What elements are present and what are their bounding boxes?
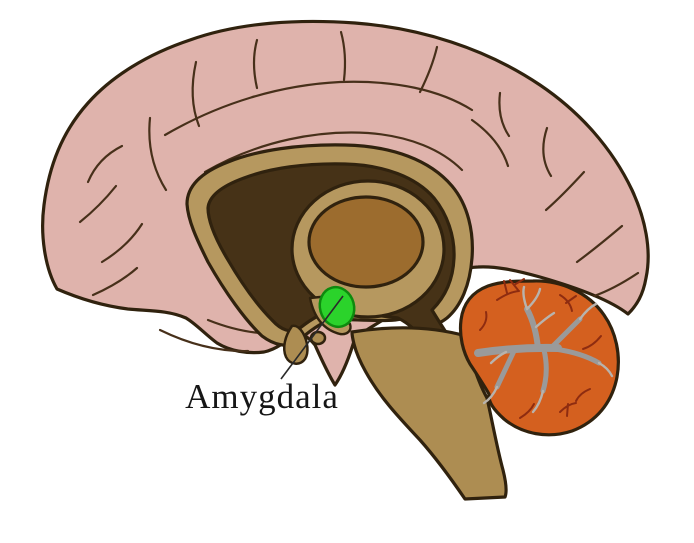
sulcus-line xyxy=(78,184,118,224)
sulcus-line xyxy=(575,224,624,264)
arbor-vitae-twig xyxy=(578,302,598,321)
sulcus-line xyxy=(592,271,640,298)
arbor-vitae-branch xyxy=(548,316,583,351)
pituitary-stalk-shape xyxy=(283,324,309,365)
cerebellum-vein xyxy=(509,278,525,291)
sulcus-line xyxy=(418,45,439,94)
arbor-vitae-branch xyxy=(540,347,549,394)
sulcus-line xyxy=(544,170,586,212)
sulcus-line xyxy=(498,91,511,138)
cerebellum-vein xyxy=(559,402,577,417)
arbor-vitae-fine-branches xyxy=(482,285,614,414)
arbor-vitae-branch xyxy=(494,348,517,390)
arbor-vitae-twig xyxy=(482,385,499,405)
cerebellum-vein xyxy=(496,280,520,301)
cerebellum-vein xyxy=(559,294,577,312)
sulcus-line xyxy=(252,38,259,90)
arbor-vitae-twig xyxy=(522,285,529,311)
arbor-vitae-branch xyxy=(552,346,602,366)
sulcus-line xyxy=(91,266,139,297)
sulcus-line xyxy=(158,328,250,353)
arbor-vitae xyxy=(474,306,602,394)
cerebellum-veins xyxy=(479,278,602,419)
arbor-vitae-twig xyxy=(534,311,556,329)
mammillary-body-shape xyxy=(309,330,327,346)
sulci-lines xyxy=(78,30,640,353)
sulcus-line xyxy=(86,144,124,184)
sulcus-line xyxy=(148,116,168,192)
amygdala-highlight xyxy=(318,285,356,329)
cerebellum-vein xyxy=(479,311,488,331)
sulcus-line xyxy=(542,126,553,178)
brain-shapes xyxy=(41,19,650,501)
sulcus-line xyxy=(100,222,144,264)
sulcus-line xyxy=(339,30,347,82)
thalamus-shape xyxy=(307,195,425,289)
cerebellum-vein xyxy=(582,335,602,350)
arbor-vitae-twig xyxy=(597,361,614,378)
arbor-vitae-twig xyxy=(489,350,508,365)
amygdala-label: Amygdala xyxy=(185,377,339,416)
cerebellum-vein xyxy=(519,403,535,419)
arbor-vitae-twig xyxy=(525,287,542,311)
sulcus-line xyxy=(470,118,510,168)
sulcus-line xyxy=(163,80,474,137)
cerebellum-vein xyxy=(575,388,591,402)
leader-line xyxy=(280,295,344,380)
sulcus-line xyxy=(203,131,464,174)
arbor-vitae-twig xyxy=(531,389,545,414)
sulcus-line xyxy=(191,60,201,128)
arbor-vitae-branch xyxy=(524,306,541,352)
